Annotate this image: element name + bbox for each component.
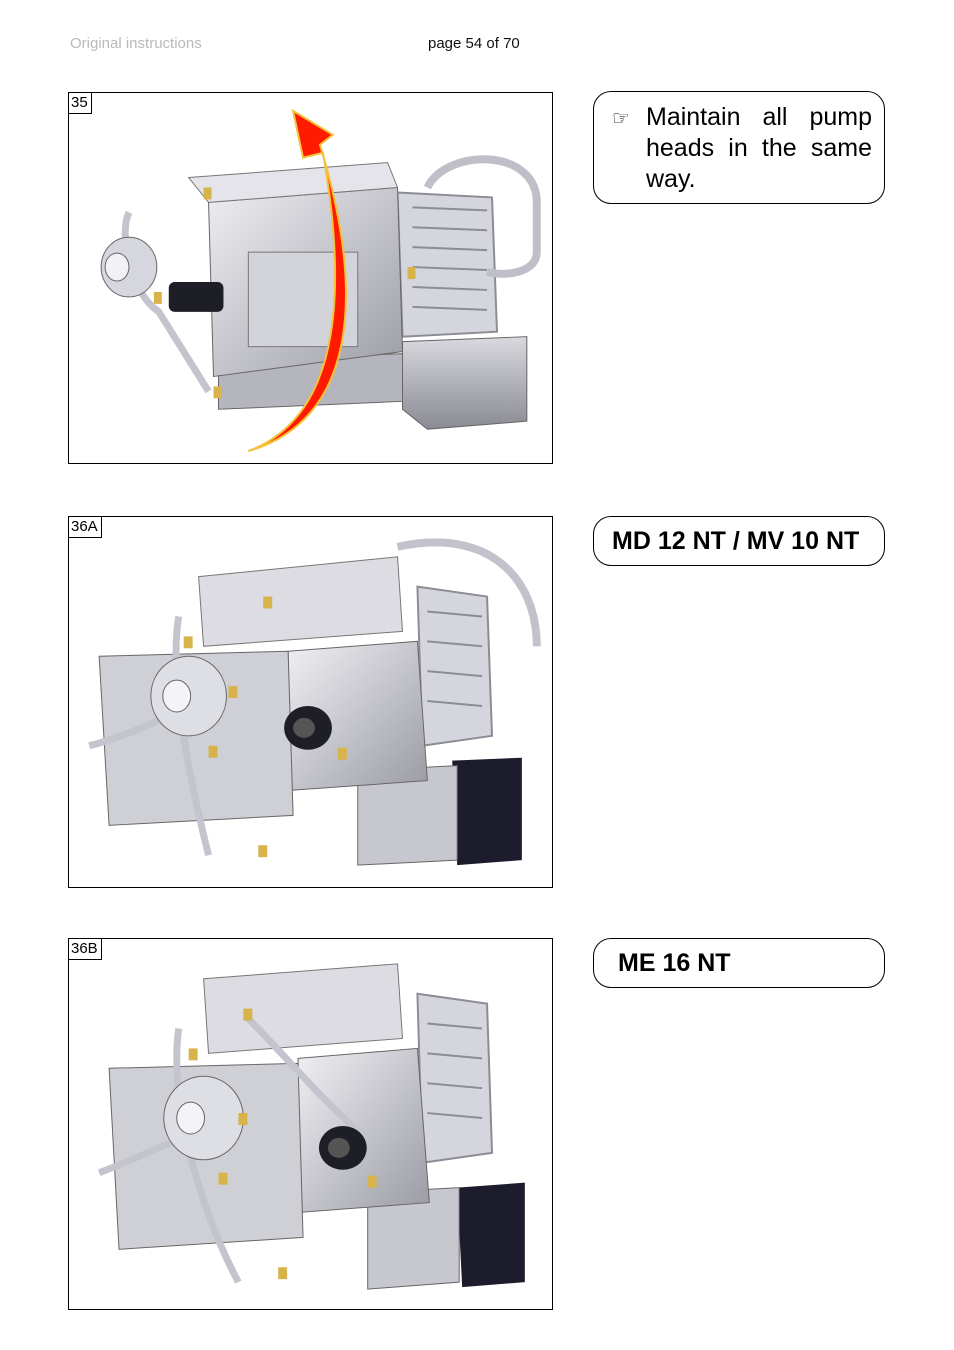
figure-36b: 36B bbox=[68, 938, 553, 1310]
document-header-left: Original instructions bbox=[70, 35, 202, 52]
figure-36a: 36A bbox=[68, 516, 553, 888]
pump-illustration-rotate bbox=[100, 108, 541, 453]
pump-illustration-md12 bbox=[88, 538, 541, 866]
cooling-fins bbox=[396, 191, 499, 338]
model-label-md12: MD 12 NT / MV 10 NT bbox=[593, 516, 885, 566]
model-label-me16: ME 16 NT bbox=[593, 938, 885, 988]
cooling-fins bbox=[416, 992, 494, 1164]
figure-label: 36B bbox=[69, 939, 102, 960]
figure-35: 35 bbox=[68, 92, 553, 464]
figure-label: 36A bbox=[69, 517, 102, 538]
instruction-text: Maintain all pump heads in the same way. bbox=[646, 103, 872, 193]
pointing-hand-icon: ☞ bbox=[612, 108, 630, 130]
rotation-arrow bbox=[247, 108, 347, 453]
page-number: page 54 of 70 bbox=[428, 35, 520, 52]
figure-label: 35 bbox=[69, 93, 92, 114]
cooling-fins bbox=[416, 585, 494, 747]
pump-illustration-me16 bbox=[97, 963, 525, 1290]
instruction-note: ☞ Maintain all pump heads in the same wa… bbox=[593, 91, 885, 204]
